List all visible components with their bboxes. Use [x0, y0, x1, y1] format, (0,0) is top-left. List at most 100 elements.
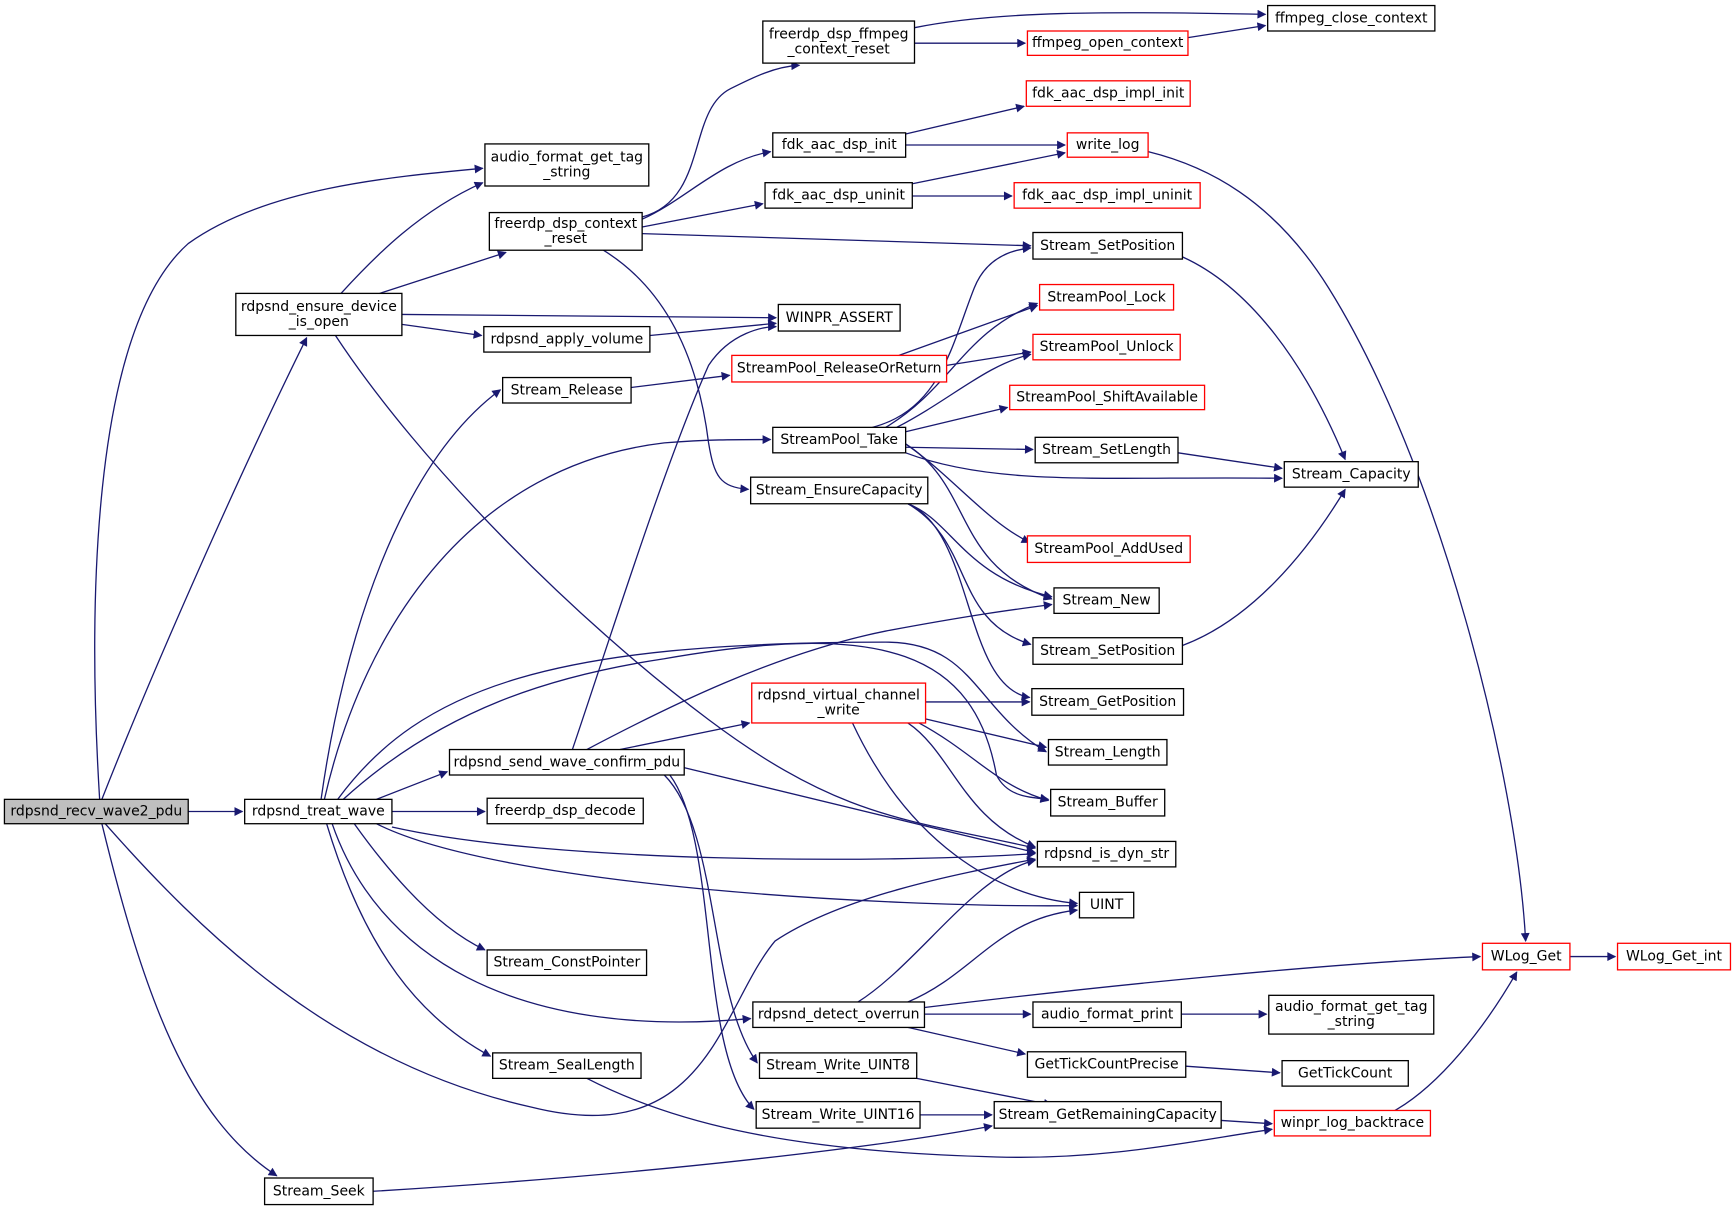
function-node-write-u16[interactable]: Stream_Write_UINT16 [755, 1100, 921, 1129]
function-node-fdk-init[interactable]: fdk_aac_dsp_init [772, 132, 907, 158]
call-edge-dsp_ctx_reset-to-ensure_cap [603, 250, 750, 494]
call-edge-setlength-to-capacity [1178, 453, 1283, 472]
call-edge-treat_wave-to-uint [376, 824, 1079, 911]
call-edge-setpos1-to-capacity [1182, 257, 1347, 461]
node-label: _context_reset [787, 42, 891, 58]
node-box [448, 748, 685, 776]
call-edge-fdk_init-to-fdk_impl_init [906, 103, 1025, 134]
node-box [749, 476, 929, 505]
node-box [772, 426, 907, 454]
function-node-const-ptr[interactable]: Stream_ConstPointer [486, 949, 648, 977]
function-node-stream-length[interactable]: Stream_Length [1047, 738, 1168, 766]
function-node-ffmpeg-open[interactable]: ffmpeg_open_context [1026, 30, 1189, 57]
function-node-stream-buffer[interactable]: Stream_Buffer [1050, 788, 1166, 817]
function-node-pool-release[interactable]: StreamPool_ReleaseOrReturn [731, 354, 948, 383]
call-edge-setpos2-to-capacity [1182, 488, 1345, 645]
function-node-ensure-dev[interactable]: rdpsnd_ensure_device_is_open [235, 292, 403, 337]
function-node-apply-volume[interactable]: rdpsnd_apply_volume [483, 325, 651, 353]
function-node-getpos[interactable]: Stream_GetPosition [1031, 687, 1185, 716]
node-box [3, 798, 189, 825]
node-box [501, 376, 632, 404]
function-node-setlength[interactable]: Stream_SetLength [1034, 436, 1179, 464]
node-box [1281, 1059, 1409, 1087]
call-edge-fdk_uninit-to-write_log [912, 150, 1066, 184]
node-label: freerdp_dsp_decode [495, 803, 636, 819]
node-box [1481, 942, 1571, 971]
node-label: Stream_SetLength [1042, 442, 1171, 458]
node-label: ffmpeg_open_context [1032, 35, 1184, 51]
function-node-af-print[interactable]: audio_format_print [1032, 1001, 1182, 1029]
function-node-ensure-cap[interactable]: Stream_EnsureCapacity [749, 476, 929, 505]
function-node-fdk-uninit[interactable]: fdk_aac_dsp_uninit [764, 182, 913, 209]
node-box [1009, 384, 1206, 411]
function-node-stream-seek[interactable]: Stream_Seek [263, 1177, 374, 1206]
function-node-dsp-ctx-reset[interactable]: freerdp_dsp_context_reset [488, 211, 643, 251]
function-node-pool-shift[interactable]: StreamPool_ShiftAvailable [1009, 384, 1206, 411]
node-label: _is_open [288, 314, 349, 330]
node-box [1032, 231, 1184, 260]
function-node-aftag2[interactable]: audio_format_get_tag_string [1268, 994, 1435, 1035]
function-node-dsp-decode[interactable]: freerdp_dsp_decode [486, 797, 644, 825]
node-label: audio_format_get_tag [1275, 999, 1427, 1015]
function-node-pool-take[interactable]: StreamPool_Take [772, 426, 907, 454]
call-edge-vc_write-to-uint [852, 723, 1079, 908]
function-node-stream-release[interactable]: Stream_Release [501, 376, 632, 404]
function-node-vc-write[interactable]: rdpsnd_virtual_channel_write [751, 682, 927, 724]
call-edge-recv_wave2-to-aftag1 [95, 164, 484, 799]
function-node-pool-unlock[interactable]: StreamPool_Unlock [1032, 333, 1181, 361]
node-label: freerdp_dsp_context [494, 216, 637, 232]
call-edge-recv_wave2-to-stream_seek [102, 824, 278, 1176]
function-node-tick[interactable]: GetTickCount [1281, 1059, 1409, 1087]
call-edge-ensure_dev-to-apply_volume [402, 324, 483, 339]
function-node-write-u8[interactable]: Stream_Write_UINT8 [758, 1052, 918, 1080]
call-edge-pool_take-to-stream_new [906, 444, 1053, 601]
function-node-is-dyn-str[interactable]: rdpsnd_is_dyn_str [1036, 840, 1177, 868]
function-node-treat-wave[interactable]: rdpsnd_treat_wave [244, 798, 393, 825]
call-edge-treat_wave-to-send_confirm [376, 770, 449, 800]
function-node-pool-lock[interactable]: StreamPool_Lock [1038, 283, 1175, 311]
function-node-uint[interactable]: UINT [1078, 891, 1135, 919]
node-box [993, 1100, 1222, 1129]
node-label: Stream_GetPosition [1039, 694, 1176, 710]
node-box [758, 1052, 918, 1080]
call-edge-pool_release-to-pool_unlock [947, 348, 1032, 365]
function-node-remaining-cap[interactable]: Stream_GetRemainingCapacity [993, 1100, 1222, 1129]
function-node-capacity[interactable]: Stream_Capacity [1283, 461, 1419, 488]
call-edge-send_confirm-to-write_u16 [670, 775, 755, 1110]
function-node-setpos1[interactable]: Stream_SetPosition [1032, 231, 1184, 260]
function-node-winpr-assert[interactable]: WINPR_ASSERT [777, 303, 901, 332]
function-node-log-backtrace[interactable]: winpr_log_backtrace [1273, 1109, 1432, 1137]
call-edge-detect_overrun-to-wlog_get [924, 952, 1482, 1008]
node-label: StreamPool_Lock [1047, 289, 1166, 305]
node-label: _string [542, 164, 590, 180]
function-node-pool-addused[interactable]: StreamPool_AddUsed [1026, 535, 1191, 564]
node-box [488, 211, 643, 251]
function-node-wlog-get[interactable]: WLog_Get [1481, 942, 1571, 971]
function-node-recv-wave2[interactable]: rdpsnd_recv_wave2_pdu [3, 798, 189, 825]
node-label: Stream_SealLength [499, 1058, 635, 1074]
node-box [1032, 1001, 1182, 1029]
call-edge-detect_overrun-to-is_dyn_str [858, 857, 1037, 1002]
call-edge-pool_take-to-capacity [906, 453, 1283, 483]
node-label: Stream_Write_UINT16 [762, 1107, 915, 1123]
function-node-fdk-impl-init[interactable]: fdk_aac_dsp_impl_init [1025, 80, 1191, 107]
function-node-wlog-get-int[interactable]: WLog_Get_int [1616, 942, 1732, 971]
function-node-send-confirm[interactable]: rdpsnd_send_wave_confirm_pdu [448, 748, 685, 776]
function-node-tick-precise[interactable]: GetTickCountPrecise [1026, 1051, 1187, 1078]
function-node-detect-overrun[interactable]: rdpsnd_detect_overrun [752, 1001, 926, 1029]
function-node-stream-new[interactable]: Stream_New [1053, 587, 1160, 615]
function-node-write-log[interactable]: write_log [1066, 132, 1149, 158]
function-node-aftag1[interactable]: audio_format_get_tag_string [484, 143, 650, 187]
function-node-fdk-impl-uninit[interactable]: fdk_aac_dsp_impl_uninit [1013, 182, 1201, 209]
function-node-seal-length[interactable]: Stream_SealLength [492, 1052, 642, 1080]
node-label: _string [1327, 1014, 1375, 1030]
function-node-ffmpeg-reset[interactable]: freerdp_dsp_ffmpeg_context_reset [762, 20, 916, 64]
function-node-ffmpeg-close[interactable]: ffmpeg_close_context [1267, 4, 1436, 32]
call-edge-recv_wave2-to-ensure_dev [102, 336, 307, 800]
node-box [1032, 333, 1181, 361]
function-node-setpos2[interactable]: Stream_SetPosition [1032, 637, 1184, 665]
call-edge-tick_precise-to-tick [1186, 1066, 1281, 1077]
node-box [492, 1052, 642, 1080]
node-label: Stream_Capacity [1292, 466, 1411, 482]
node-box [1025, 80, 1191, 107]
